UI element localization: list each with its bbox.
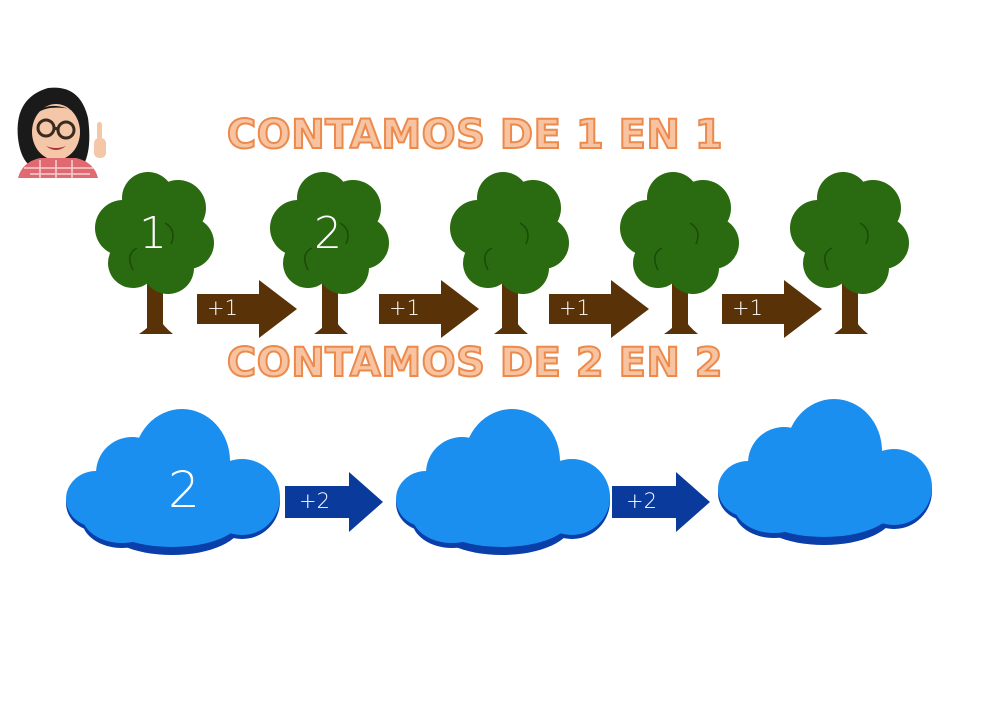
tree-4 xyxy=(618,168,748,338)
arrow-label: +2 xyxy=(626,489,657,513)
arrow-label: +1 xyxy=(732,296,763,320)
title-count-by-2: CONTAMOS DE 2 EN 2 xyxy=(226,339,724,387)
tree-3 xyxy=(448,168,578,338)
plus-two-arrow-icon: +2 xyxy=(285,472,385,532)
arrow-label: +1 xyxy=(559,296,590,320)
cloud-2 xyxy=(392,405,612,560)
tree-5 xyxy=(788,168,918,338)
tree-number: 1 xyxy=(139,208,167,259)
plus-one-arrow-icon: +1 xyxy=(197,280,299,338)
teacher-avatar-icon xyxy=(10,78,115,178)
tree-2: 2 xyxy=(268,168,398,338)
cloud-3 xyxy=(714,395,934,550)
cloud-number: 2 xyxy=(168,461,200,519)
plus-two-arrow-icon: +2 xyxy=(612,472,712,532)
arrow-label: +1 xyxy=(207,296,238,320)
tree-number: 2 xyxy=(314,208,342,259)
plus-one-arrow-icon: +1 xyxy=(379,280,481,338)
plus-one-arrow-icon: +1 xyxy=(722,280,824,338)
cloud-1: 2 xyxy=(62,405,282,560)
plus-one-arrow-icon: +1 xyxy=(549,280,651,338)
tree-1: 1 xyxy=(93,168,223,338)
title-count-by-1: CONTAMOS DE 1 EN 1 xyxy=(226,111,724,159)
arrow-label: +1 xyxy=(389,296,420,320)
arrow-label: +2 xyxy=(299,489,330,513)
